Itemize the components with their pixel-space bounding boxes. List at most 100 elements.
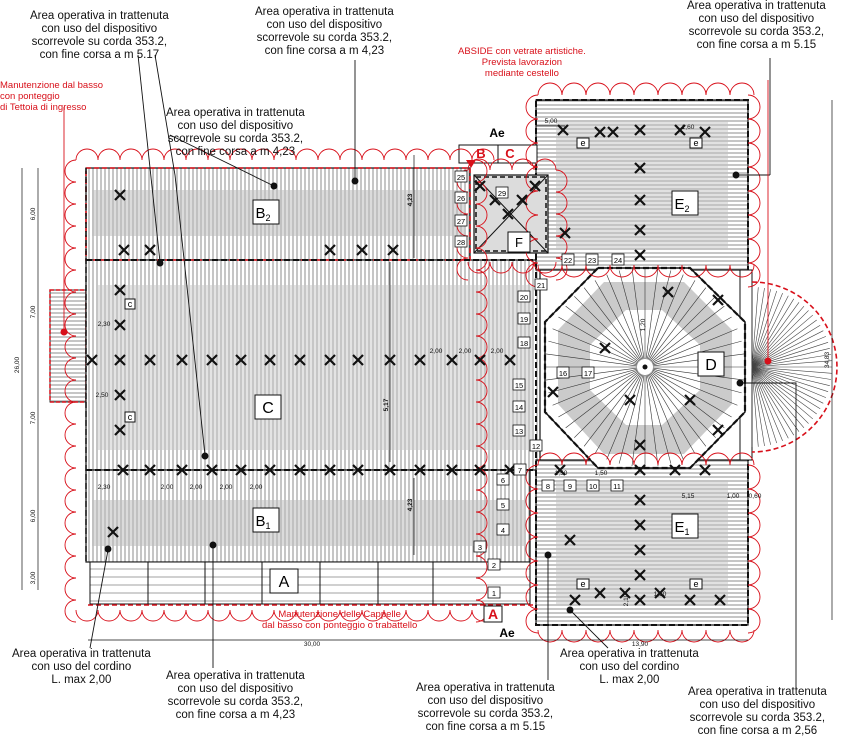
dim-7-a: 7,00: [30, 305, 37, 318]
access-marker-c: C: [505, 146, 515, 161]
access-marker-b: B: [476, 146, 485, 161]
svg-text:7: 7: [518, 466, 522, 475]
dim-5: 5,00: [545, 118, 558, 125]
svg-text:6: 6: [501, 476, 505, 485]
dim-26: 26,00: [14, 356, 21, 373]
dim-30: 30,00: [304, 641, 321, 648]
dim-2-00-e: 2,00: [459, 348, 472, 355]
svg-text:28: 28: [457, 238, 465, 247]
svg-text:10: 10: [589, 482, 597, 491]
dim-2-00-d: 2,00: [250, 484, 263, 491]
dim-1-50-b: 1,50: [595, 470, 608, 477]
svg-text:12: 12: [532, 442, 540, 451]
operative-lines: [85, 167, 548, 606]
dim-1-00: 1,00: [727, 493, 740, 500]
svg-text:14: 14: [515, 403, 523, 412]
zone-label-c-small-2: c: [128, 412, 133, 422]
anchor-point-29: 29: [495, 186, 509, 199]
dim-2-00-f: 2,00: [491, 348, 504, 355]
note-abside: ABSIDE con vetrate artistiche.Prevista l…: [458, 46, 586, 79]
anchor-point-8: 8: [541, 479, 555, 492]
anchor-point-25: 25: [454, 170, 468, 183]
leader-lines: [60, 54, 797, 688]
apse-roof: [751, 281, 838, 453]
anchor-point-21: 21: [534, 278, 548, 291]
dim-13-90: 13,90: [632, 641, 649, 648]
access-markers: A B C: [466, 146, 515, 623]
zone-label-ae-bottom: Ae: [499, 626, 515, 640]
anchor-point-2: 2: [487, 558, 501, 571]
svg-text:25: 25: [457, 173, 465, 182]
anchor-point-20: 20: [517, 290, 531, 303]
zone-label-e1: E1: [674, 519, 689, 537]
svg-text:17: 17: [584, 369, 592, 378]
zone-label-e-small-3: e: [580, 579, 585, 589]
dimension-lines: [21, 100, 833, 641]
svg-text:21: 21: [537, 281, 545, 290]
dim-1-60: 1,60: [682, 124, 695, 131]
zone-label-e2: E2: [674, 196, 689, 214]
svg-text:5: 5: [501, 501, 505, 510]
anchor-point-16: 16: [556, 366, 570, 379]
anchor-point-9: 9: [563, 479, 577, 492]
zone-label-c-small-1: c: [128, 299, 133, 309]
dim-7-b: 7,00: [30, 411, 37, 424]
dim-2-00-c: 2,00: [220, 484, 233, 491]
zone-label-a: A: [279, 574, 290, 591]
anchor-point-23: 23: [585, 253, 599, 266]
anchor-point-19: 19: [517, 312, 531, 325]
svg-text:9: 9: [568, 482, 572, 491]
dim-6-top: 6,00: [30, 207, 37, 220]
anchor-point-18: 18: [517, 336, 531, 349]
dim-34-83: 34,83: [824, 351, 831, 368]
anchor-point-15: 15: [512, 378, 526, 391]
anchor-point-3: 3: [473, 540, 487, 553]
svg-text:1: 1: [492, 589, 496, 598]
dim-1-50-c: 1,50: [654, 591, 667, 598]
svg-text:23: 23: [588, 256, 596, 265]
svg-text:24: 24: [614, 256, 622, 265]
anchor-point-14: 14: [512, 400, 526, 413]
nave-roof: [85, 167, 541, 605]
svg-text:15: 15: [515, 381, 523, 390]
zone-label-e-small-1: e: [580, 138, 585, 148]
dim-5-17: 5,17: [383, 398, 390, 411]
anchor-point-5: 5: [496, 498, 510, 511]
dim-2-00-b: 2,00: [190, 484, 203, 491]
dim-0-60: 0,60: [749, 493, 762, 500]
dim-2-00-g: 2,00: [430, 348, 443, 355]
dim-2-10: 2,10: [623, 593, 630, 606]
zone-labels: A B1 B2 C D E1 E2 F Ae Ae c c e e e e: [124, 126, 725, 640]
zone-label-ae-top: Ae: [489, 126, 505, 140]
dim-1-20: 1,20: [640, 318, 647, 331]
anchor-point-6: 6: [496, 473, 510, 486]
entrance-canopy: [49, 289, 87, 403]
zone-label-e-small-4: e: [693, 579, 698, 589]
anchor-point-11: 11: [610, 479, 624, 492]
anchor-point-27: 27: [454, 214, 468, 227]
anchor-point-24: 24: [611, 253, 625, 266]
svg-text:22: 22: [564, 256, 572, 265]
dim-2-30-a: 2,30: [98, 484, 111, 491]
svg-text:19: 19: [520, 315, 528, 324]
svg-text:29: 29: [498, 189, 506, 198]
anchor-point-12: 12: [529, 439, 543, 452]
anchor-point-17: 17: [581, 366, 595, 379]
zone-label-c: C: [262, 400, 274, 417]
anchor-point-10: 10: [586, 479, 600, 492]
anchor-point-22: 22: [561, 253, 575, 266]
dim-3: 3,00: [30, 571, 37, 584]
svg-text:4: 4: [501, 526, 505, 535]
anchor-point-7: 7: [513, 463, 527, 476]
anchor-point-28: 28: [454, 235, 468, 248]
zone-label-b1: B1: [255, 513, 270, 531]
dim-4-23-top: 4,23: [407, 193, 414, 206]
